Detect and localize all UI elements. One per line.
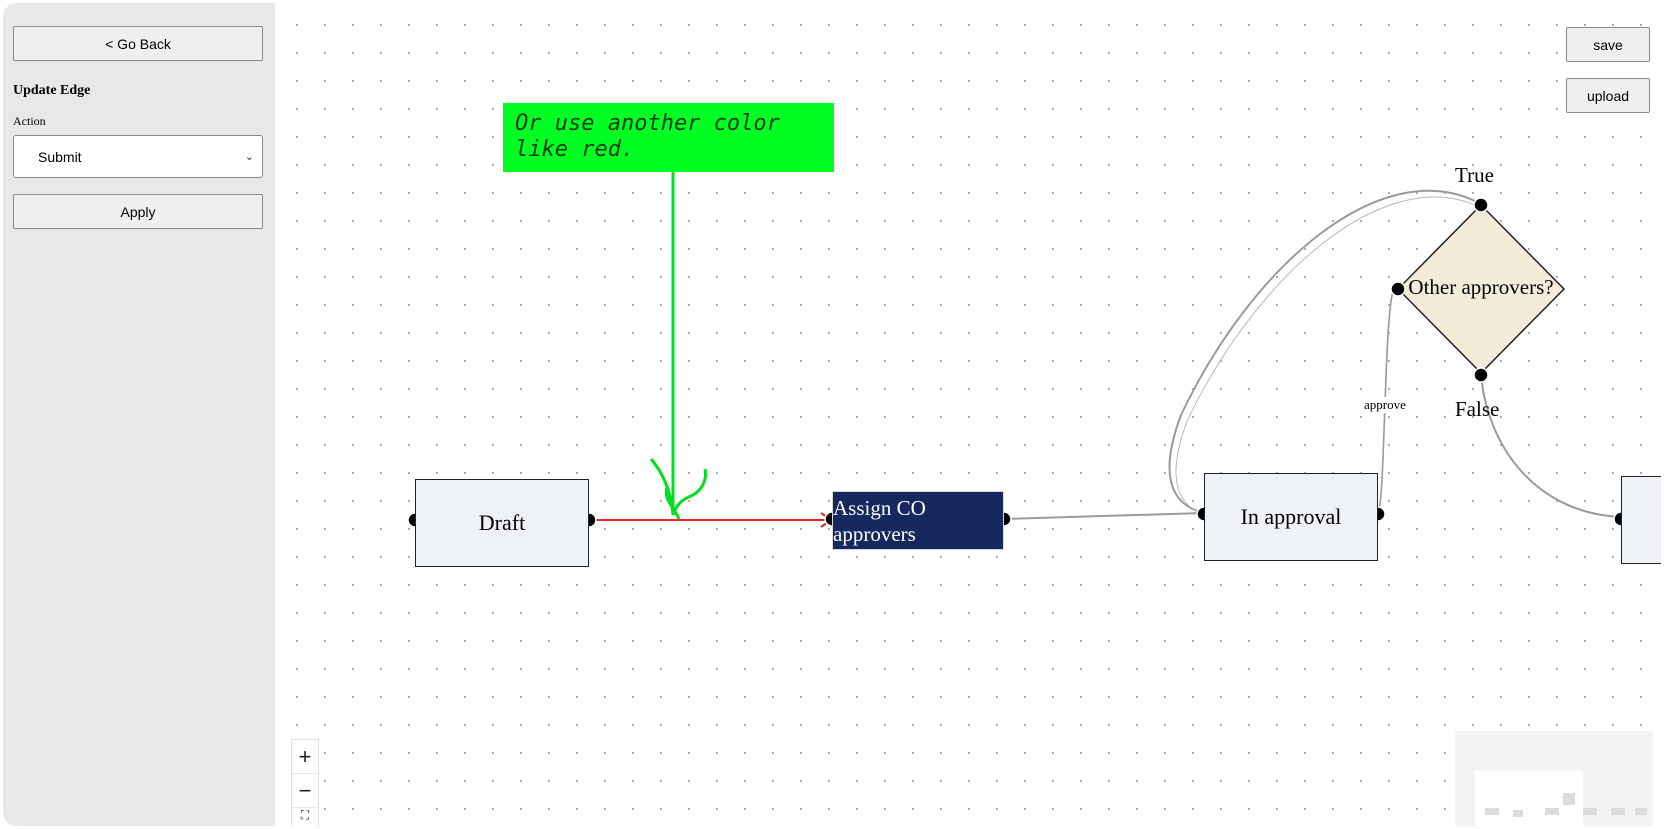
node-in-approval[interactable]: In approval	[1204, 473, 1378, 561]
minimap-node	[1635, 808, 1647, 815]
node-assign-line2: approvers	[833, 522, 916, 546]
edge-label-approve: approve	[1362, 397, 1408, 413]
handle-decision-bottom[interactable]	[1473, 367, 1489, 383]
handle-decision-left[interactable]	[1390, 281, 1406, 297]
apply-button[interactable]: Apply	[13, 194, 263, 229]
minimap-node	[1485, 808, 1499, 815]
edge-true-shadow	[1175, 196, 1480, 516]
handle-decision-top[interactable]	[1473, 197, 1489, 213]
edge-true[interactable]	[1168, 189, 1480, 514]
upload-button[interactable]: upload	[1566, 78, 1650, 113]
node-assign-co-approvers[interactable]: Assign CO approvers	[832, 491, 1004, 550]
minimap-node	[1611, 808, 1625, 815]
chevron-down-icon: ⌄	[244, 151, 254, 163]
annotation-arrowhead	[649, 458, 707, 520]
minimap-node	[1563, 793, 1575, 805]
node-offscreen[interactable]	[1621, 476, 1661, 564]
sticky-note[interactable]: Or use another color like red.	[503, 103, 834, 172]
app-window: Draft Assign CO approvers In approval Ot…	[3, 3, 1661, 826]
minimap-node	[1545, 808, 1559, 815]
zoom-in-button[interactable]: +	[292, 740, 318, 774]
minimap[interactable]	[1455, 731, 1653, 826]
action-label: Action	[13, 114, 46, 128]
zoom-out-button[interactable]: −	[292, 774, 318, 808]
save-button[interactable]: save	[1566, 27, 1650, 62]
node-assign-line1: Assign CO	[833, 496, 926, 520]
node-draft[interactable]: Draft	[415, 479, 589, 567]
edge-assign-approval[interactable]	[1003, 512, 1205, 520]
minimap-node	[1583, 808, 1597, 815]
minimap-node	[1513, 810, 1523, 817]
node-draft-label: Draft	[478, 510, 526, 535]
edge-false[interactable]	[1480, 374, 1622, 518]
zoom-controls: + − ⛶	[291, 739, 319, 826]
fit-view-button[interactable]: ⛶	[300, 808, 310, 822]
action-select[interactable]: Submit ⌄	[13, 135, 263, 178]
node-in-approval-label: In approval	[1240, 504, 1342, 529]
sticky-note-text: Or use another color like red.	[515, 111, 780, 162]
panel-title: Update Edge	[13, 83, 91, 98]
action-select-value: Submit	[38, 148, 82, 165]
edge-label-true: True	[1455, 163, 1494, 187]
go-back-button[interactable]: < Go Back	[13, 26, 263, 61]
decision-label: Other approvers?	[1408, 275, 1554, 299]
edge-label-false: False	[1455, 397, 1500, 421]
sidebar: < Go Back Update Edge Action Submit ⌄ Ap…	[3, 3, 275, 826]
